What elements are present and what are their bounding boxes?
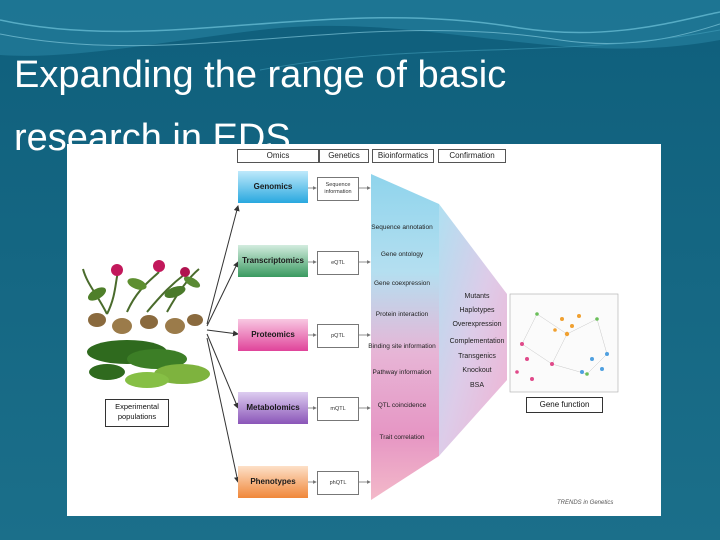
omics-box-phenotypes: Phenotypes bbox=[238, 466, 308, 498]
header-confirmation: Confirmation bbox=[438, 149, 506, 163]
omics-box-genomics: Genomics bbox=[238, 171, 308, 203]
confirmation-item: Overexpression bbox=[452, 321, 502, 328]
confirmation-item: Transgenics bbox=[458, 353, 496, 360]
network-graph bbox=[509, 293, 619, 393]
figure-credit: TRENDS in Genetics bbox=[557, 500, 614, 506]
figure-graphics bbox=[82, 174, 619, 500]
omics-box-transcriptomics: Transcriptomics bbox=[238, 245, 308, 277]
bioinformatics-item: Pathway information bbox=[372, 369, 432, 376]
omics-box-metabolomics: Metabolomics bbox=[238, 392, 308, 424]
confirmation-item: Complementation bbox=[449, 338, 505, 345]
genetics-box-mqtl: mQTL bbox=[317, 397, 359, 421]
genetics-box-phqtl: phQTL bbox=[317, 471, 359, 495]
genetics-box-eqtl: eQTL bbox=[317, 251, 359, 275]
omics-figure: Omics Genetics Bioinformatics Confirmati… bbox=[67, 144, 661, 516]
genetics-box-pqtl: pQTL bbox=[317, 324, 359, 348]
header-omics: Omics bbox=[237, 149, 319, 163]
confirmation-item: Mutants bbox=[464, 293, 490, 300]
bioinformatics-item: Protein interaction bbox=[375, 311, 429, 318]
header-bioinformatics: Bioinformatics bbox=[372, 149, 434, 163]
bioinformatics-funnel bbox=[371, 174, 439, 500]
omics-box-proteomics: Proteomics bbox=[238, 319, 308, 351]
confirmation-trapezoid bbox=[439, 204, 507, 456]
genetics-label: pQTL bbox=[331, 332, 345, 339]
header-genetics: Genetics bbox=[319, 149, 369, 163]
genetics-label: eQTL bbox=[331, 259, 345, 266]
bioinformatics-item: Trait correlation bbox=[379, 434, 425, 441]
genetics-label: mQTL bbox=[330, 405, 346, 412]
confirmation-item: Knockout bbox=[462, 367, 492, 374]
bioinformatics-item: Binding site information bbox=[368, 343, 436, 350]
confirmation-item: BSA bbox=[469, 382, 484, 389]
genetics-box-sequence: Sequence information bbox=[317, 177, 359, 201]
gene-function-box: Gene function bbox=[526, 397, 603, 413]
experimental-populations-box: Experimental populations bbox=[105, 399, 169, 427]
bioinformatics-item: Gene coexpression bbox=[373, 280, 430, 287]
bioinformatics-item: Gene ontology bbox=[380, 251, 424, 258]
confirmation-item: Haplotypes bbox=[459, 307, 495, 314]
plant-illustration bbox=[82, 260, 210, 388]
genetics-label: Sequence information bbox=[324, 182, 352, 195]
bioinformatics-item: QTL coincidence bbox=[377, 402, 427, 409]
bioinformatics-item: Sequence annotation bbox=[371, 224, 433, 231]
genetics-label: phQTL bbox=[329, 479, 347, 486]
